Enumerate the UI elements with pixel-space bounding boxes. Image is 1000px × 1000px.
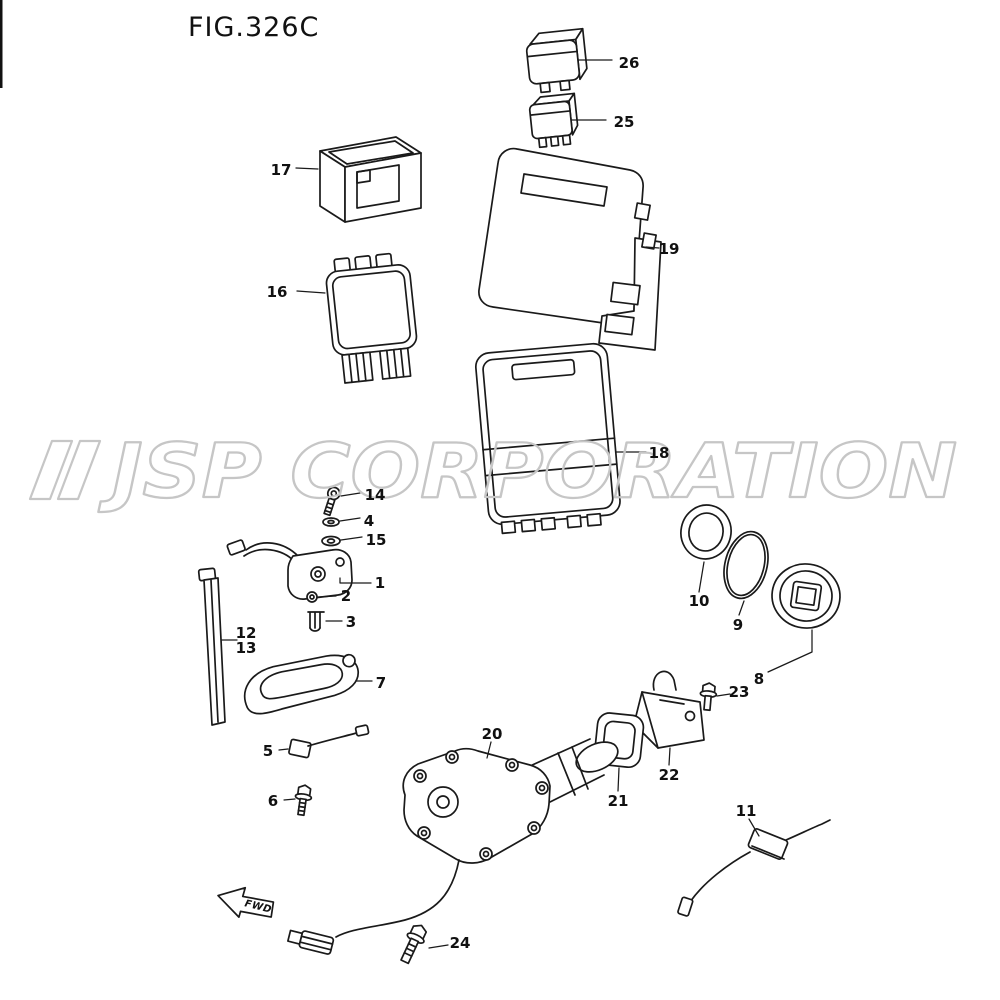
- part-label-18: 18: [648, 444, 670, 462]
- watermark: JSP CORPORATION: [28, 426, 958, 516]
- part-label-4: 4: [363, 512, 375, 530]
- part-label-22: 22: [658, 766, 680, 784]
- part-16-control-unit: [325, 252, 418, 384]
- part-23-bolt: [699, 682, 718, 712]
- part-label-16: 16: [266, 283, 288, 301]
- part-15-washer: [321, 535, 341, 547]
- watermark-text: JSP CORPORATION: [98, 427, 957, 515]
- watermark-logo-icon: [28, 439, 74, 501]
- part-6-bolt: [294, 784, 313, 817]
- part-label-19: 19: [658, 240, 680, 258]
- part-19-bracket: [478, 147, 662, 351]
- part-8-lock-ring: [771, 563, 841, 629]
- fwd-arrow: FWD: [217, 886, 275, 918]
- part-11-connector-harness: [677, 819, 831, 917]
- leader-lines: [221, 59, 813, 949]
- part-10-ring: [680, 504, 732, 560]
- part-24-bolt: [400, 924, 428, 965]
- part-label-26: 26: [618, 54, 640, 72]
- part-label-7: 7: [375, 674, 387, 692]
- part-14-screw: [323, 486, 341, 517]
- part-label-10: 10: [688, 592, 710, 610]
- part-18-ecu: [474, 342, 621, 535]
- part-label-14: 14: [364, 486, 386, 504]
- part-label-12: 12: [235, 624, 257, 642]
- part-2-ring: [306, 591, 318, 603]
- part-17-cover: [319, 136, 422, 223]
- part-20-motor-assembly: [287, 738, 619, 955]
- part-22-bracket: [633, 670, 705, 749]
- part-label-24: 24: [449, 934, 471, 952]
- part-label-23: 23: [728, 683, 750, 701]
- figure-title: FIG.326C: [188, 12, 320, 43]
- part-label-9: 9: [732, 616, 744, 634]
- part-9-oring: [723, 530, 769, 600]
- part-label-6: 6: [267, 792, 279, 810]
- part-label-8: 8: [753, 670, 765, 688]
- part-3-clip: [307, 611, 325, 632]
- part-label-13: 13: [235, 639, 257, 657]
- part-label-3: 3: [345, 613, 357, 631]
- part-label-2: 2: [340, 587, 352, 605]
- part-label-5: 5: [262, 742, 274, 760]
- part-5-switch: [288, 724, 370, 759]
- part-1-bracket-assembly: [226, 539, 353, 600]
- part-label-15: 15: [365, 531, 387, 549]
- page-edge-mark: [0, 0, 3, 88]
- part-25-relay: [528, 92, 579, 149]
- part-label-1: 1: [374, 574, 386, 592]
- part-label-11: 11: [735, 802, 757, 820]
- part-26-relay: [525, 27, 588, 94]
- part-label-25: 25: [613, 113, 635, 131]
- part-7-lever-plate: [243, 653, 359, 715]
- part-4-washer: [322, 517, 340, 527]
- watermark-logo-icon: [56, 439, 102, 501]
- part-label-20: 20: [481, 725, 503, 743]
- part-label-21: 21: [607, 792, 629, 810]
- part-12-13-strap: [197, 567, 226, 726]
- part-label-17: 17: [270, 161, 292, 179]
